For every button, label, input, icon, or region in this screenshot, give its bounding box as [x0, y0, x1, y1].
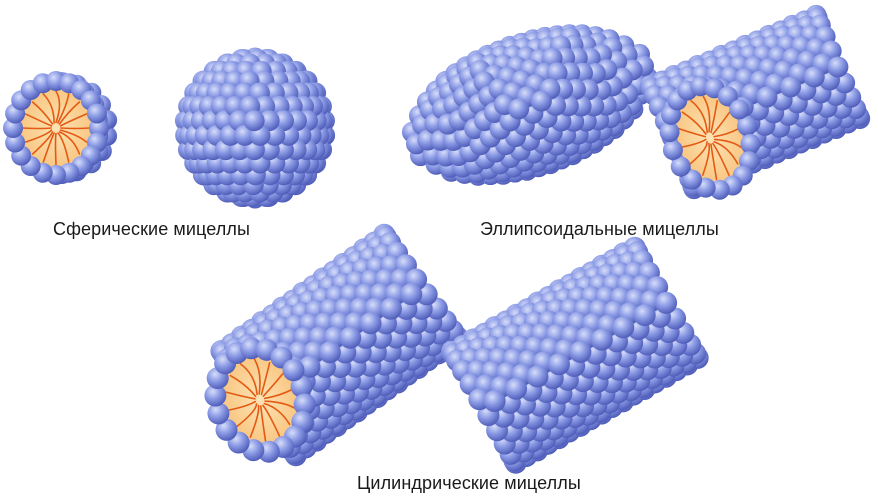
headgroup-bead [655, 292, 677, 314]
headgroup-bead [360, 312, 382, 334]
caption-spherical-micelles: Сферические мицеллы [53, 219, 250, 240]
headgroup-bead [339, 327, 361, 349]
headgroup-bead [827, 56, 848, 77]
spherical-micelle [175, 48, 335, 209]
headgroup-bead [526, 365, 548, 387]
headgroup-bead [740, 134, 760, 154]
headgroup-bead [244, 110, 265, 131]
headgroup-bead [505, 378, 527, 400]
ellipsoidal-micelle-cross-section [640, 5, 870, 200]
headgroup-bead [612, 316, 634, 338]
headgroup-bead [663, 140, 683, 160]
headgroup-bead [484, 390, 506, 412]
headgroup-bead [729, 99, 749, 119]
headgroup-bead [380, 298, 402, 320]
headgroup-bead [548, 353, 570, 375]
headgroup-bead [591, 329, 613, 351]
cylindrical-micelle [441, 237, 709, 474]
headgroup-bead [634, 304, 656, 326]
headgroup-bead [319, 341, 341, 363]
hydrophobic-tail [23, 128, 51, 129]
caption-cylindrical-micelles: Цилиндрические мицеллы [357, 473, 581, 494]
headgroup-bead [400, 283, 422, 305]
cylindrical-micelle-cross-section [204, 224, 469, 466]
caption-ellipsoidal-micelles: Эллипсоидальные мицеллы [480, 219, 719, 240]
headgroup-bead [87, 103, 107, 123]
headgroup-bead [282, 359, 304, 381]
hydrophobic-tail [61, 128, 89, 129]
headgroup-bead [508, 98, 529, 119]
ellipsoidal-micelle [402, 24, 658, 186]
hydrophobic-tail [56, 134, 57, 165]
headgroup-bead [531, 91, 552, 112]
headgroup-bead [660, 122, 680, 142]
headgroup-bead [780, 76, 801, 97]
headgroup-bead [756, 86, 777, 107]
spherical-micelle-cross-section [3, 71, 117, 185]
headgroup-bead [804, 66, 825, 87]
headgroup-bead [569, 341, 591, 363]
